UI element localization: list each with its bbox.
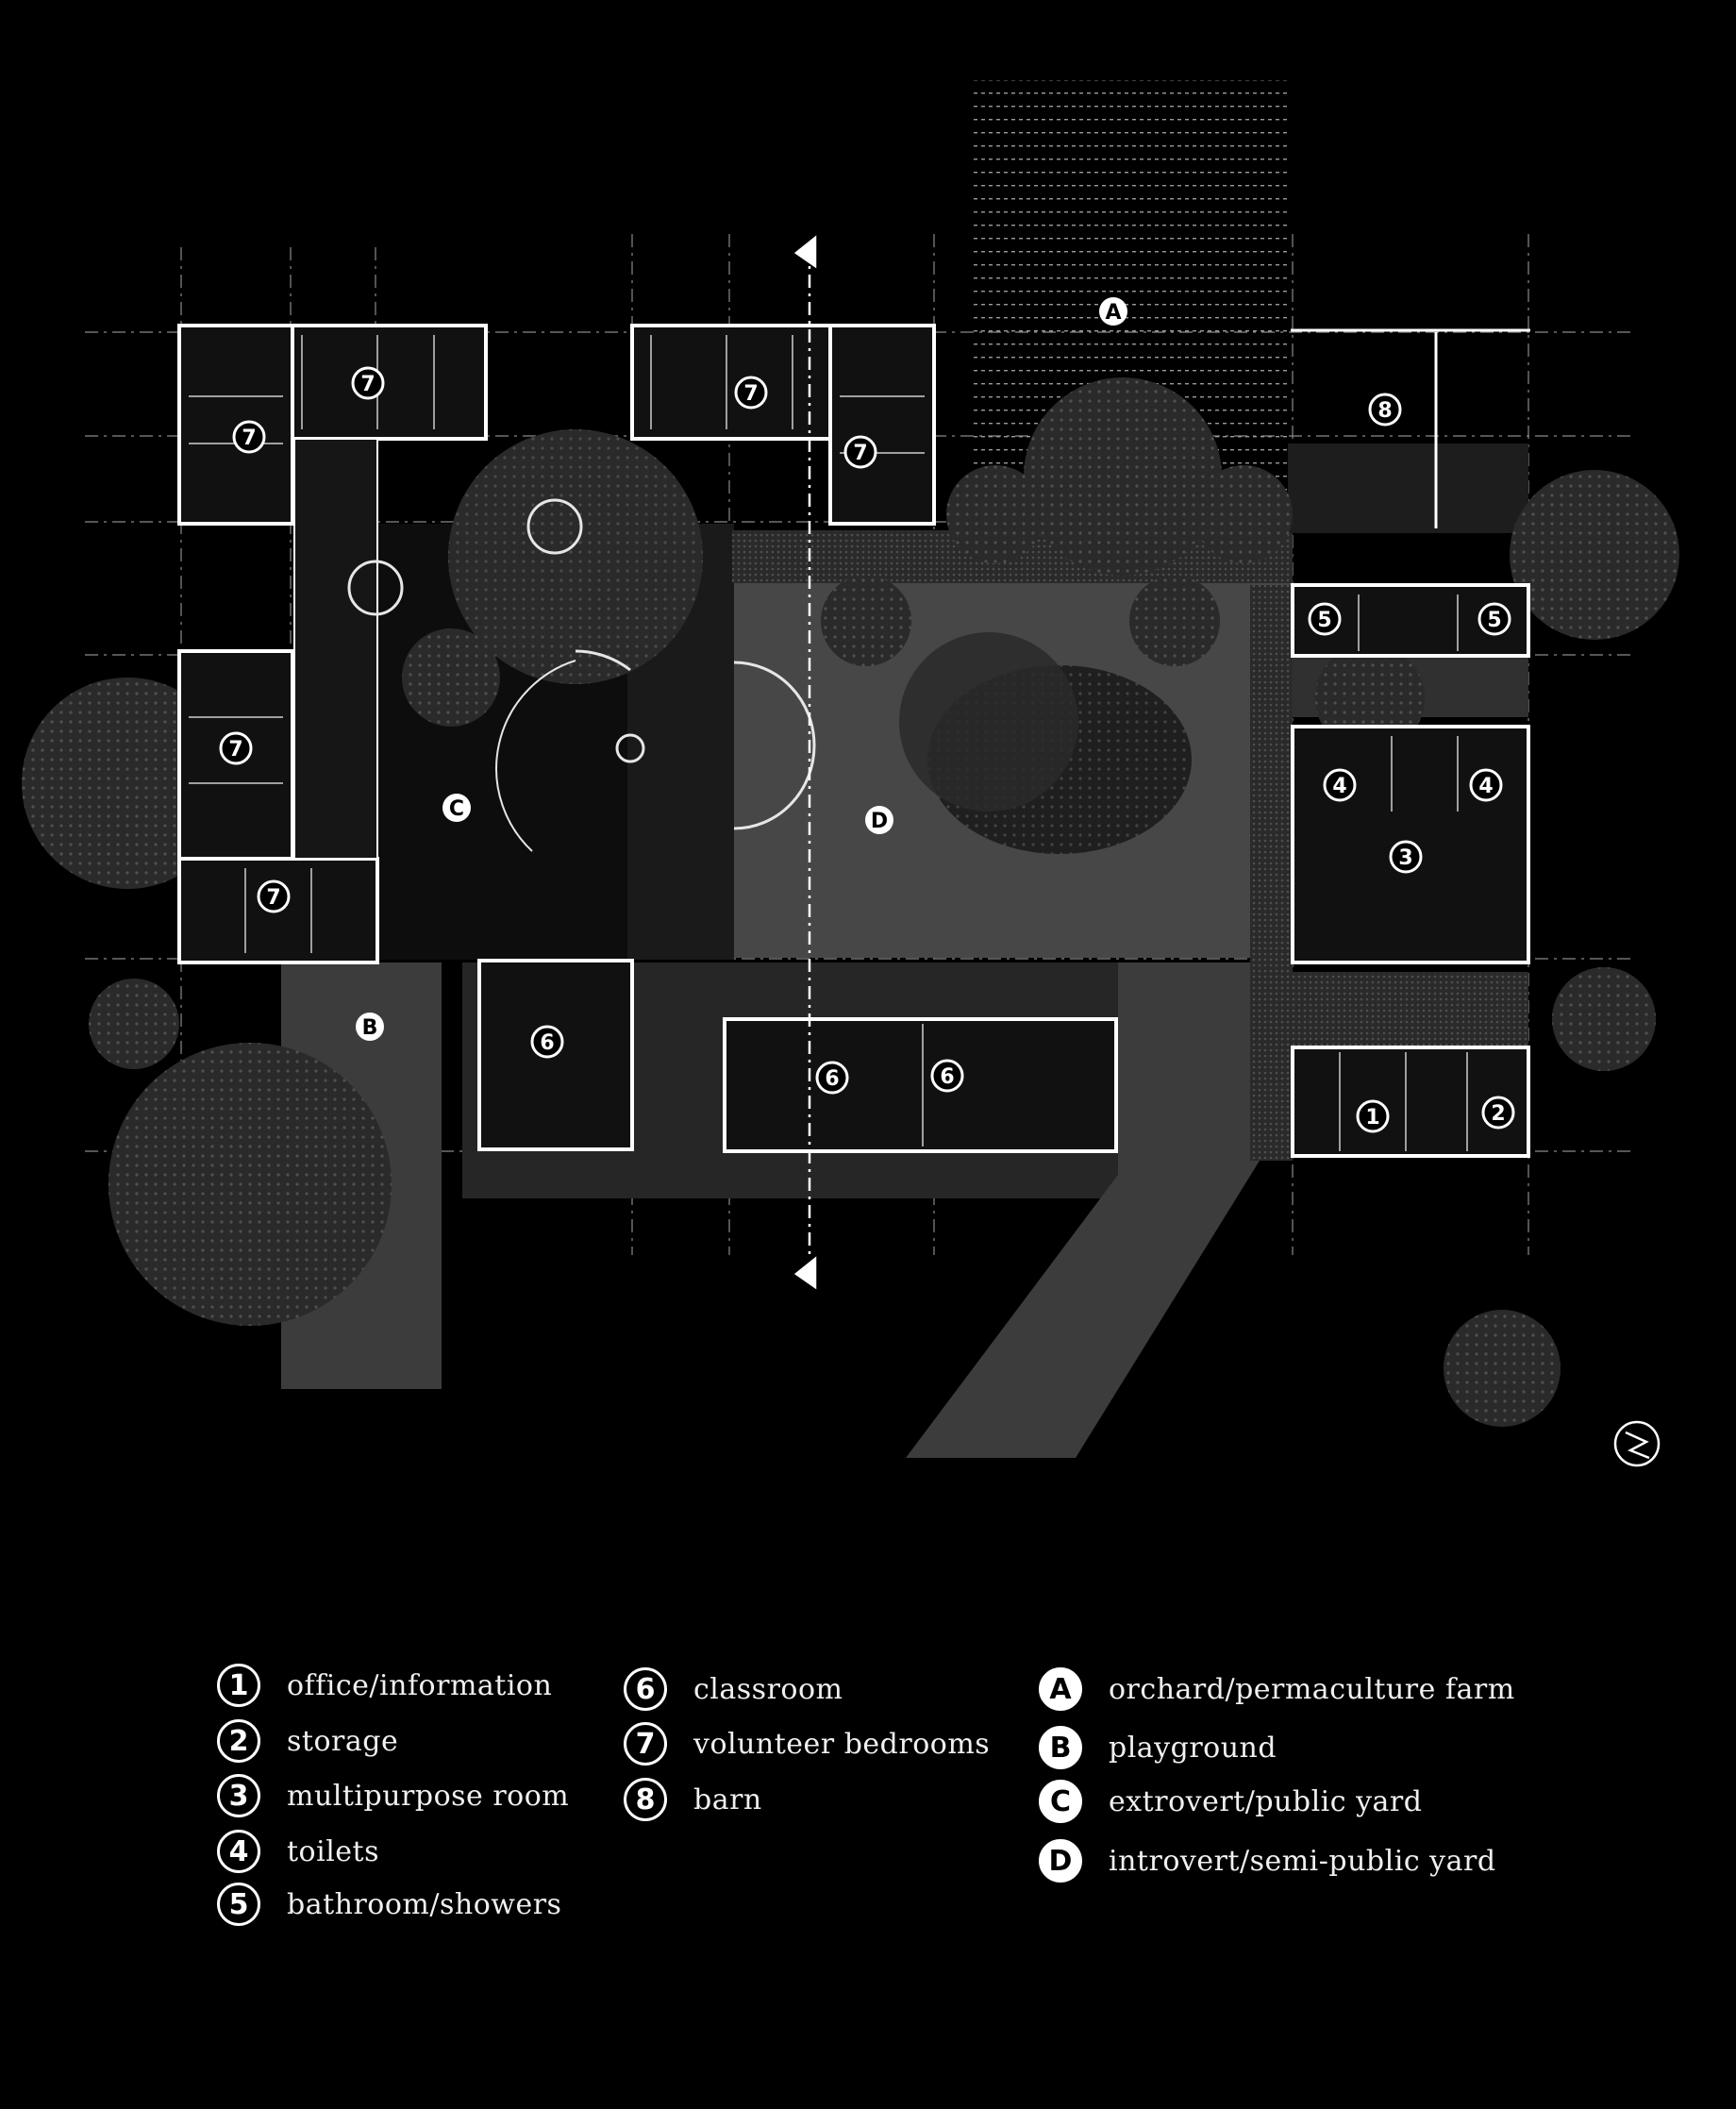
- svg-text:3: 3: [1398, 846, 1412, 870]
- courtyard-features: [347, 498, 816, 852]
- marker-D: D: [865, 806, 893, 834]
- svg-text:5: 5: [1317, 609, 1331, 632]
- legend-badge: B: [1039, 1726, 1082, 1769]
- legend-label: bathroom/showers: [287, 1887, 562, 1921]
- legend-label: introvert/semi-public yard: [1109, 1844, 1496, 1878]
- svg-text:7: 7: [228, 738, 242, 762]
- svg-text:6: 6: [940, 1065, 954, 1089]
- marker-7-b: 7: [232, 420, 266, 454]
- legend-label: volunteer bedrooms: [693, 1727, 991, 1761]
- svg-text:1: 1: [1365, 1106, 1379, 1130]
- marker-C: C: [442, 794, 471, 822]
- legend-badge: 8: [624, 1778, 667, 1821]
- north-arrow-icon: [1613, 1420, 1661, 1467]
- trees: [22, 377, 1679, 1427]
- legend-item-C: C extrovert/public yard: [1039, 1780, 1422, 1823]
- legend-label: toilets: [287, 1834, 380, 1868]
- marker-3: 3: [1389, 840, 1423, 874]
- legend-item-3: 3 multipurpose room: [217, 1774, 569, 1817]
- marker-7-c: 7: [734, 376, 768, 410]
- legend-badge: 6: [624, 1667, 667, 1711]
- marker-7-a: 7: [351, 366, 385, 400]
- marker-6-a: 6: [530, 1025, 564, 1059]
- legend-item-5: 5 bathroom/showers: [217, 1883, 561, 1926]
- svg-text:7: 7: [266, 886, 280, 910]
- svg-text:7: 7: [242, 427, 256, 450]
- legend-label: barn: [693, 1783, 762, 1816]
- legend-badge: D: [1039, 1839, 1082, 1883]
- legend-item-A: A orchard/permaculture farm: [1039, 1667, 1515, 1711]
- marker-5-b: 5: [1477, 602, 1511, 636]
- legend-badge: 1: [217, 1664, 260, 1707]
- marker-6-c: 6: [930, 1059, 964, 1093]
- legend-badge: 5: [217, 1883, 260, 1926]
- legend-badge: C: [1039, 1780, 1082, 1823]
- marker-7-f: 7: [257, 879, 291, 913]
- legend-badge: 4: [217, 1830, 260, 1873]
- svg-text:2: 2: [1491, 1102, 1505, 1126]
- legend-label: orchard/permaculture farm: [1109, 1672, 1515, 1706]
- legend-item-8: 8 barn: [624, 1778, 762, 1821]
- svg-text:B: B: [362, 1016, 378, 1040]
- legend-badge: 7: [624, 1722, 667, 1766]
- legend-label: storage: [287, 1724, 399, 1758]
- marker-1: 1: [1356, 1099, 1390, 1133]
- legend-label: extrovert/public yard: [1109, 1784, 1423, 1818]
- marker-A: A: [1099, 297, 1127, 326]
- svg-text:4: 4: [1332, 775, 1346, 798]
- marker-B: B: [356, 1013, 384, 1041]
- legend-item-1: 1 office/information: [217, 1664, 552, 1707]
- legend-label: office/information: [287, 1668, 553, 1702]
- marker-2: 2: [1481, 1096, 1515, 1130]
- legend-item-6: 6 classroom: [624, 1667, 843, 1711]
- marker-7-d: 7: [843, 435, 877, 469]
- svg-text:7: 7: [853, 442, 867, 465]
- marker-6-b: 6: [815, 1061, 849, 1095]
- marker-4-a: 4: [1323, 768, 1357, 802]
- legend-item-7: 7 volunteer bedrooms: [624, 1722, 990, 1766]
- legend-badge: A: [1039, 1667, 1082, 1711]
- legend-item-4: 4 toilets: [217, 1830, 379, 1873]
- legend-item-2: 2 storage: [217, 1719, 398, 1763]
- legend-badge: 3: [217, 1774, 260, 1817]
- plan-markers: A B C D 7 7 7 7 7 7 8 5 5 4 4 3 1 2 6 6 …: [219, 297, 1515, 1133]
- legend-item-B: B playground: [1039, 1726, 1277, 1769]
- svg-text:8: 8: [1377, 399, 1392, 423]
- marker-7-e: 7: [219, 731, 253, 765]
- svg-text:6: 6: [540, 1031, 554, 1055]
- marker-8: 8: [1368, 393, 1402, 427]
- svg-text:6: 6: [825, 1067, 839, 1091]
- svg-text:7: 7: [360, 373, 375, 396]
- legend-label: classroom: [693, 1672, 843, 1706]
- svg-text:A: A: [1105, 301, 1121, 325]
- legend-item-D: D introvert/semi-public yard: [1039, 1839, 1496, 1883]
- svg-text:7: 7: [743, 382, 758, 406]
- svg-text:5: 5: [1487, 609, 1501, 632]
- legend-label: playground: [1109, 1731, 1277, 1765]
- marker-5-a: 5: [1308, 602, 1342, 636]
- legend-badge: 2: [217, 1719, 260, 1763]
- svg-text:4: 4: [1478, 775, 1493, 798]
- building-walls: [177, 324, 1530, 1158]
- svg-text:D: D: [871, 810, 888, 833]
- section-line: [793, 235, 817, 1290]
- marker-4-b: 4: [1469, 768, 1503, 802]
- interior-lines: [189, 335, 1468, 1151]
- svg-text:C: C: [449, 797, 464, 821]
- site-plan: A B C D 7 7 7 7 7 7 8 5 5 4 4 3 1 2 6 6 …: [22, 80, 1679, 1467]
- legend-label: multipurpose room: [287, 1779, 570, 1813]
